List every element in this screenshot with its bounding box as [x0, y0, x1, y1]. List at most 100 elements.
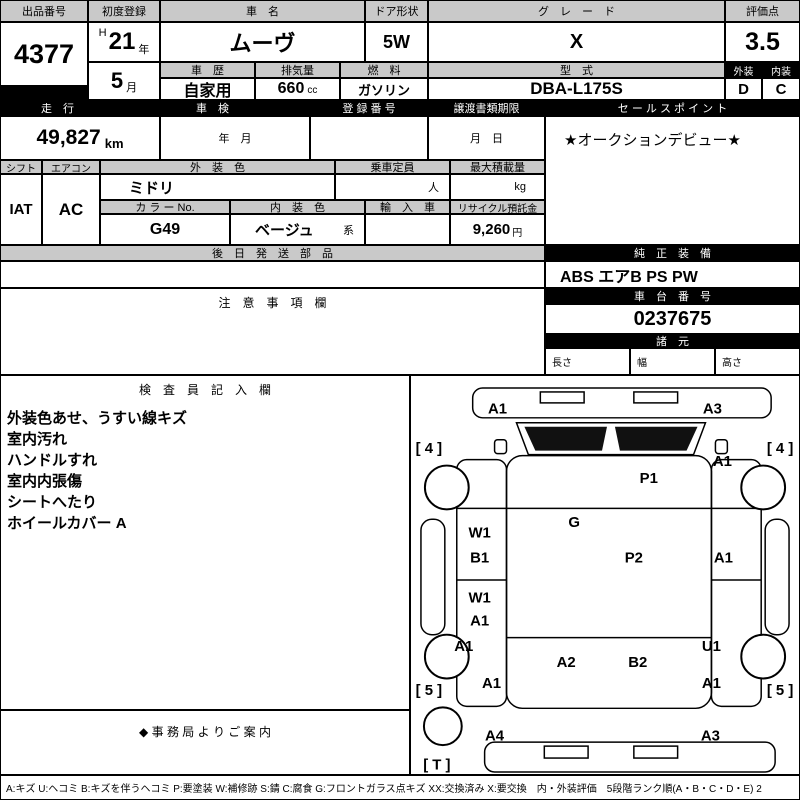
auction-no: 4377 — [0, 22, 88, 86]
aircon-label: エアコン — [42, 160, 100, 174]
inspector-note-line: 外装色あせ、うすい線キズ — [7, 410, 188, 427]
filler-black-cell — [0, 86, 88, 100]
front-light-left-shape — [539, 391, 585, 404]
equipment-value: ABS エアB PS PW — [545, 261, 800, 288]
damage-code: W1 — [468, 589, 490, 606]
displacement-label: 排気量 — [255, 62, 340, 78]
right-side-panel-shape — [710, 458, 762, 708]
tail-light-left-shape — [543, 745, 589, 759]
exterior-grade: D — [725, 78, 762, 100]
inspection-label: 車 検 — [115, 100, 310, 116]
grade-label: グ レ ー ド — [428, 0, 725, 22]
sales-point-label: セ ー ル ス ポ イ ン ト — [545, 100, 800, 116]
damage-code: A1 — [482, 675, 501, 692]
later-parts-value — [0, 261, 545, 288]
first-reg-month-unit: 月 — [126, 82, 138, 94]
front-bumper-shape — [471, 387, 772, 419]
caution-label: 注 意 事 項 欄 — [218, 296, 327, 310]
exterior-color-label: 外 装 色 — [100, 160, 335, 174]
interior-color-suffix: 系 — [343, 224, 354, 237]
auction-no-label: 出品番号 — [0, 0, 88, 22]
damage-code: A3 — [701, 728, 720, 745]
shift-value: IAT — [0, 174, 42, 245]
rear-bumper-shape — [483, 741, 776, 773]
spec-height: 高さ — [715, 348, 800, 375]
displacement: 660 cc — [255, 78, 340, 100]
interior-grade: C — [762, 78, 800, 100]
mirror-left-shape — [493, 438, 508, 455]
inspector-note-line: ハンドルすれ — [7, 452, 98, 469]
score: 3.5 — [725, 22, 800, 62]
interior-color-label: 内 装 色 — [230, 200, 365, 214]
exterior-label: 外装 — [725, 62, 762, 78]
interior-color-text: ベージュ — [255, 222, 314, 239]
equipment-label: 純 正 装 備 — [545, 245, 800, 261]
wheel-rear-left — [423, 633, 470, 680]
color-no-value: G49 — [100, 214, 230, 245]
damage-code: [ 4 ] — [416, 440, 443, 457]
legend: A:キズ U:ヘコミ B:キズを伴うヘコミ P:要塗装 W:補修跡 S:錆 C:… — [0, 775, 800, 800]
capacity-unit: 人 — [335, 174, 450, 200]
wheel-rear-right — [740, 633, 787, 680]
shift-label: シフト — [0, 160, 42, 174]
mileage-unit: km — [104, 136, 124, 151]
exterior-color-value: ミドリ — [100, 174, 335, 200]
fuel-label: 燃 料 — [340, 62, 428, 78]
damage-code: A2 — [557, 654, 576, 671]
damage-code: [ 5 ] — [767, 682, 794, 699]
mileage: 49,827 km — [0, 116, 160, 160]
caution-box: 注 意 事 項 欄 — [0, 288, 545, 375]
first-reg-month: 5 — [110, 68, 124, 93]
office-label: 事 務 局 よ り ご 案 内 — [151, 725, 271, 739]
first-reg-year-cell: H 21 年 — [88, 22, 160, 62]
spare-tire-shape — [422, 706, 463, 747]
damage-code: [ 4 ] — [767, 440, 794, 457]
right-rocker-shape — [764, 518, 790, 636]
fuel: ガソリン — [340, 78, 428, 100]
import-label: 輸 入 車 — [365, 200, 450, 214]
damage-code: A1 — [470, 612, 489, 629]
left-rocker-shape — [420, 518, 446, 636]
recycle-value: 9,260 円 — [450, 214, 545, 245]
inspector-note-line: 室内汚れ — [7, 431, 68, 448]
interior-label: 内装 — [762, 62, 800, 78]
tail-light-right-shape — [633, 745, 679, 759]
damage-code: B2 — [628, 654, 647, 671]
inspector-label: 検 査 員 記 入 欄 — [138, 383, 271, 397]
score-label: 評価点 — [725, 0, 800, 22]
displacement-value: 660 — [277, 80, 305, 97]
aircon-value: AC — [42, 174, 100, 245]
damage-code: G — [568, 514, 580, 531]
sales-point-value: ★オークションデビュー★ — [545, 116, 800, 245]
damage-code: [ T ] — [423, 757, 450, 774]
damage-code: A1 — [713, 453, 732, 470]
mileage-label: 走 行 — [0, 100, 115, 116]
first-reg-era: H — [98, 27, 107, 39]
inspection-value: 年 月 — [160, 116, 310, 160]
color-no-label: カ ラ ー No. — [100, 200, 230, 214]
left-side-panel-shape — [456, 458, 508, 708]
damage-code: A4 — [485, 728, 505, 745]
damage-code: B1 — [470, 550, 489, 567]
registration-no-value — [310, 116, 428, 160]
max-load-label: 最大積載量 — [450, 160, 545, 174]
damage-code: A1 — [454, 638, 473, 655]
damage-code: A1 — [702, 675, 721, 692]
recycle-unit: 円 — [512, 228, 523, 239]
registration-no-label: 登 録 番 号 — [310, 100, 428, 116]
body-shape — [505, 454, 713, 710]
wheel-front-right — [740, 464, 787, 511]
later-parts-label: 後 日 発 送 部 品 — [0, 245, 545, 261]
history-label: 車 歴 — [160, 62, 255, 78]
car-outline — [420, 387, 790, 773]
recycle-amount: 9,260 — [472, 221, 511, 238]
model-label: 型 式 — [428, 62, 725, 78]
inspector-box: 検 査 員 記 入 欄 外装色あせ、うすい線キズ 室内汚れ ハンドルすれ 室内内… — [0, 375, 410, 710]
inspector-note-line: ホイールカバー A — [7, 515, 127, 532]
front-light-right-shape — [633, 391, 679, 404]
damage-code: P2 — [625, 550, 643, 567]
import-value — [365, 214, 450, 245]
